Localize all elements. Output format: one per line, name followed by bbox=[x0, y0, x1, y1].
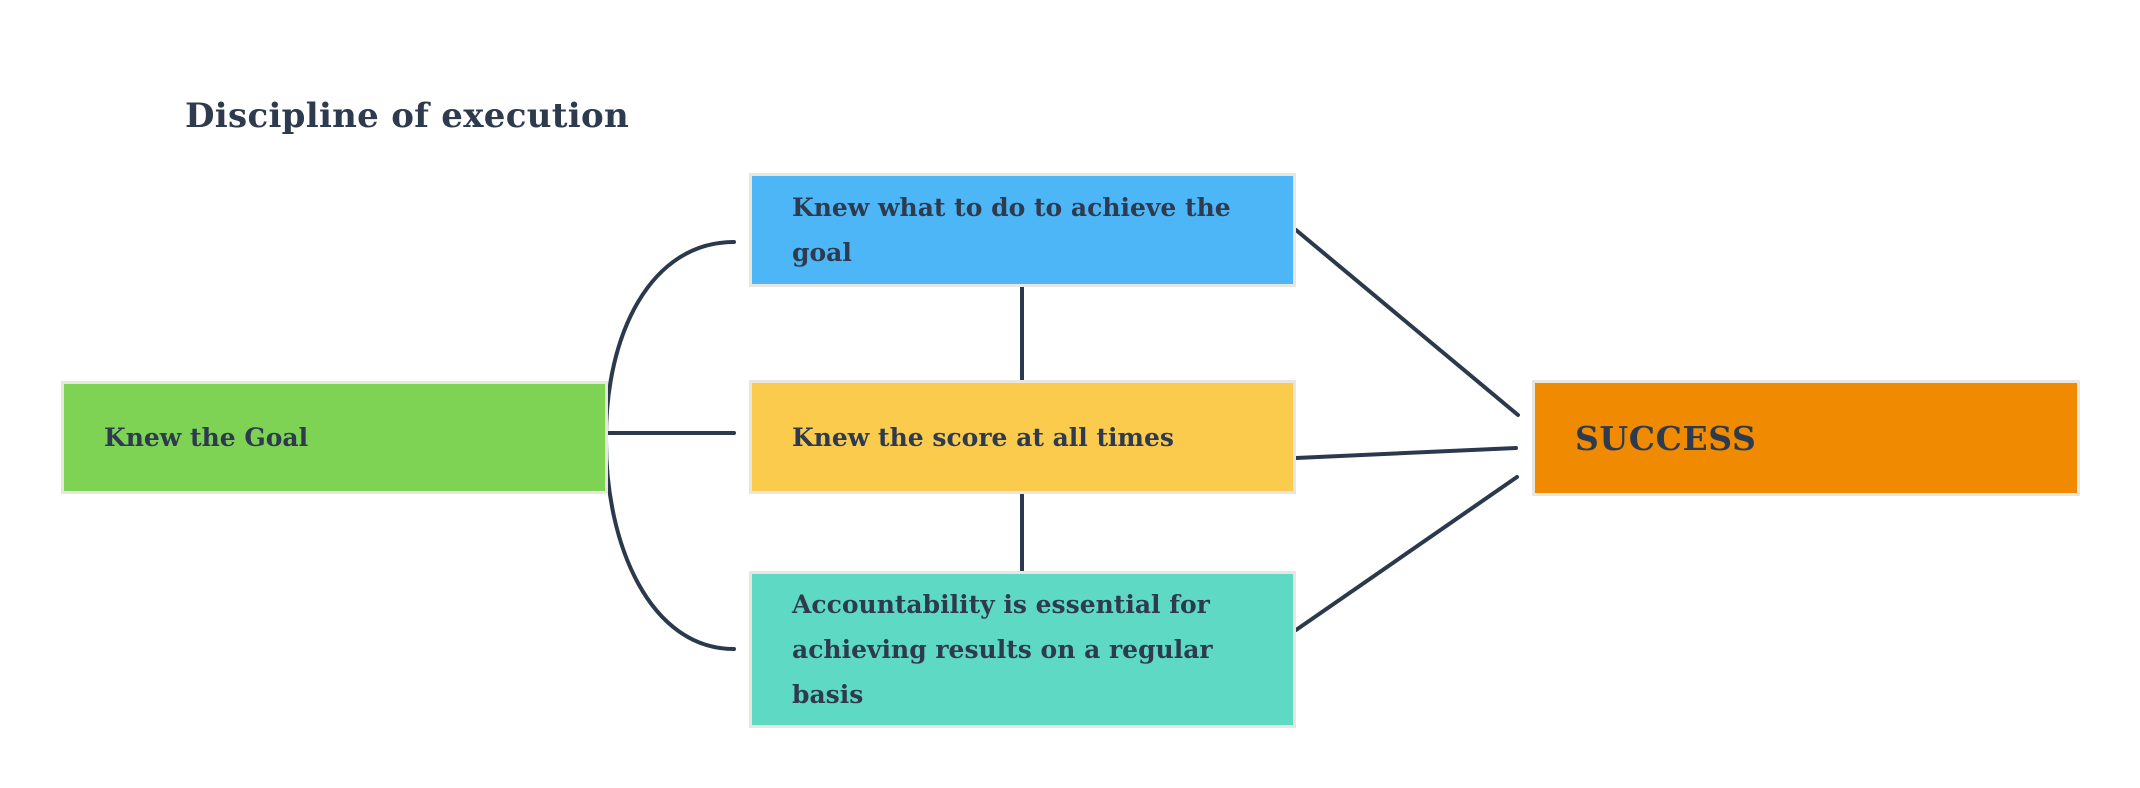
node-label: Knew the score at all times bbox=[792, 422, 1174, 452]
node-label: Accountability is essential for achievin… bbox=[792, 590, 1213, 709]
edge-what-to-success bbox=[1294, 228, 1520, 417]
node-knew-the-goal[interactable]: Knew the Goal bbox=[61, 381, 608, 494]
edge-goal-to-what bbox=[604, 240, 736, 439]
node-knew-the-score[interactable]: Knew the score at all times bbox=[749, 380, 1296, 494]
node-success[interactable]: SUCCESS bbox=[1532, 380, 2080, 496]
node-accountability[interactable]: Accountability is essential for achievin… bbox=[749, 571, 1296, 728]
edge-accountability-to-success bbox=[1294, 475, 1519, 632]
node-label: SUCCESS bbox=[1575, 418, 1757, 458]
diagram-title: Discipline of execution bbox=[185, 96, 629, 136]
edge-goal-to-accountability bbox=[604, 439, 736, 651]
node-label: Knew the Goal bbox=[104, 423, 309, 452]
node-knew-what-to-do[interactable]: Knew what to do to achieve the goal bbox=[749, 173, 1296, 287]
edge-score-to-success bbox=[1294, 446, 1518, 460]
node-label: Knew what to do to achieve the goal bbox=[792, 193, 1231, 267]
